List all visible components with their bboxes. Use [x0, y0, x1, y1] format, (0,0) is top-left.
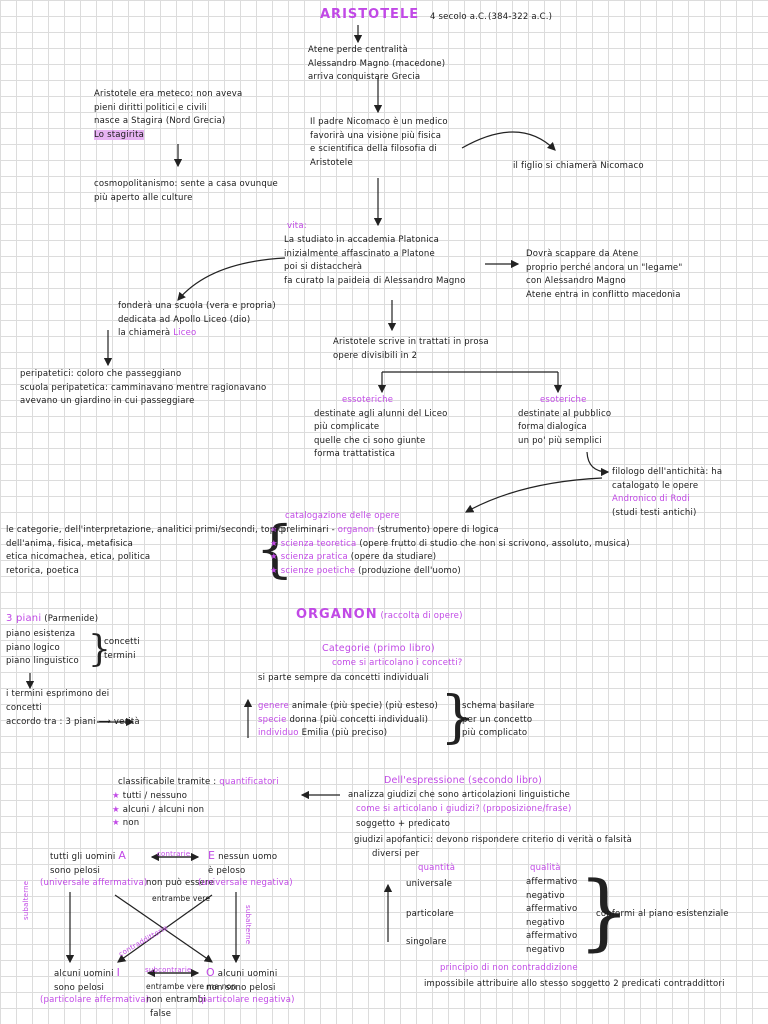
organon-title-row: ORGANON (raccolta di opere): [296, 607, 463, 622]
life-block: La studiato in accademia Platonica inizi…: [284, 235, 466, 286]
page-title: ARISTOTELE: [320, 7, 420, 22]
quantity-label: quantità: [418, 863, 456, 873]
interpretation-subject: soggetto + predicato: [356, 819, 451, 829]
square-o-label: (particolare negativa): [198, 995, 295, 1005]
organon-title: ORGANON: [296, 607, 378, 622]
square-left-rel: subalterne: [22, 880, 30, 920]
levels-title: 3 piani: [6, 613, 42, 624]
levels-brace-labels: concetti termini: [104, 637, 140, 661]
school-block: fonderà una scuola (vera e propria) dedi…: [118, 301, 276, 338]
father-block: Il padre Nicomaco è un medico favorirà u…: [310, 117, 448, 168]
esoteric-label: esoteriche: [540, 395, 587, 405]
square-false-note: false: [150, 1009, 172, 1019]
interpretation-title: Dell'espressione (secondo libro): [384, 775, 542, 786]
peripatetic-block: peripatetici: coloro che passeggiano scu…: [20, 369, 267, 406]
exoteric-label: essoteriche: [342, 395, 394, 405]
levels-list: piano esistenza piano logico piano lingu…: [6, 629, 79, 666]
dates: (384-322 a.C.): [488, 12, 553, 22]
works-list: le categorie, dell'interpretazione, anal…: [6, 525, 286, 576]
square-e-label: (universale negativa): [198, 878, 293, 888]
levels-note: i termini esprimono dei concetti: [6, 689, 110, 713]
quantifiers-list: ★ tutti / nessuno ★ alcuni / alcuni non …: [112, 791, 205, 828]
square-e: E nessun uomo è peloso: [208, 849, 278, 876]
catalog-list: ★ preliminari - organon (strumento) oper…: [270, 525, 630, 576]
quality-brace: }: [578, 865, 631, 960]
principle-title: principio di non contraddizione: [440, 963, 578, 973]
andronico-block: filologo dell'antichità: ha catalogato l…: [612, 467, 723, 518]
square-a-label: (universale affermativa): [40, 878, 148, 888]
treatises-block: Aristotele scrive in trattati in prosa o…: [333, 337, 489, 361]
square-bottom-rel: subcontrarie: [145, 966, 192, 974]
liceo-label: Liceo: [173, 328, 197, 338]
quantity-particular: particolare: [406, 909, 454, 919]
square-o: O alcuni uomini non sono pelosi: [206, 966, 278, 993]
square-a: tutti gli uomini A sono pelosi: [50, 849, 127, 876]
categories-title: Categorie (primo libro): [322, 643, 435, 654]
square-a-suffix: non può essere: [146, 878, 215, 888]
quantity-singular: singolare: [406, 937, 447, 947]
quantity-universal: universale: [406, 879, 453, 889]
square-bottom-note: entrambe vere ma non: [146, 982, 237, 991]
quality-brace-text: conformi al piano esistenziale: [596, 909, 729, 919]
interpretation-judgments: giudizi apofantici: devono rispondere cr…: [354, 835, 633, 845]
levels-agreement: accordo tra : 3 piani ⟶ verità: [6, 717, 140, 727]
square-top-rel: contrarie: [157, 850, 191, 858]
square-i-suffix: non entrambi: [146, 995, 206, 1005]
categories-brace-text: schema basilare per un concetto più comp…: [462, 701, 535, 738]
levels-brace: }: [88, 629, 111, 670]
principle-text: impossibile attribuire allo stesso sogge…: [424, 979, 725, 989]
square-i: alcuni uomini I sono pelosi: [54, 966, 121, 993]
stagirita-label: Lo stagirita: [94, 129, 145, 140]
cosmopolitan-block: cosmopolitanismo: sente a casa ovunque p…: [94, 179, 278, 203]
son-note: il figlio si chiamerà Nicomaco: [513, 161, 644, 171]
square-i-label: (particolare affermativa): [40, 995, 150, 1005]
interpretation-question: come si articolano i giudizi? (proposizi…: [356, 804, 572, 814]
categories-intro: si parte sempre da concetti individuali: [258, 673, 430, 683]
square-top-note: entrambe vere: [152, 894, 211, 903]
bio-block: Aristotele era meteco: non aveva pieni d…: [94, 89, 243, 140]
quality-label: qualità: [530, 863, 561, 873]
escape-block: Dovrà scappare da Atene proprio perché a…: [526, 249, 683, 300]
athens-block: Atene perde centralità Alessandro Magno …: [308, 45, 446, 82]
catalog-title: catalogazione delle opere: [285, 511, 400, 521]
interpretation-different: diversi per: [372, 849, 420, 859]
categories-rows: genere animale (più specie) (più esteso)…: [258, 701, 439, 738]
esoteric-block: esoteriche destinate al pubblico forma d…: [518, 395, 612, 446]
andronico-name: Andronico di Rodi: [612, 494, 690, 504]
century: 4 secolo a.C.: [430, 12, 488, 22]
life-label: vita:: [287, 221, 307, 231]
square-right-rel: subalterne: [244, 905, 252, 945]
square-diag-rel: contraddittorie: [117, 923, 170, 959]
catalog-brace: {: [255, 512, 295, 585]
quantifiers-title-row: classificabile tramite : quantificatori: [118, 777, 279, 787]
categories-subtitle: come si articolano i concetti?: [332, 658, 463, 668]
interpretation-analysis: analizza giudizi che sono articolazioni …: [348, 790, 571, 800]
categories-brace: }: [440, 685, 476, 750]
exoteric-block: essoteriche destinate agli alunni del Li…: [314, 395, 448, 459]
levels-title-row: 3 piani (Parmenide): [6, 613, 99, 624]
quality-list: affermativo negativo affermativo negativ…: [526, 877, 578, 955]
